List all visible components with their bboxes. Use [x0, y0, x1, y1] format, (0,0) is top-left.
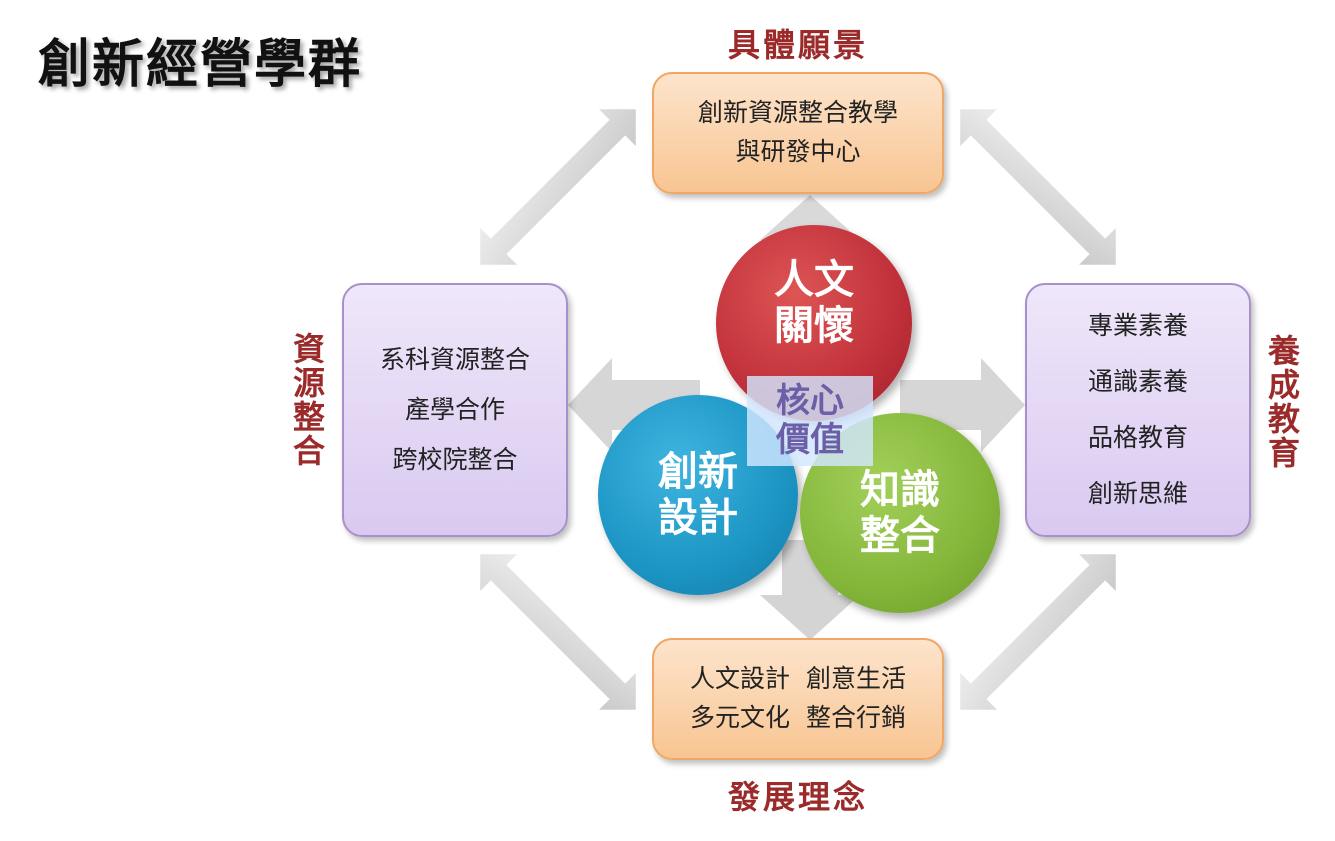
circle-humanities-text: 關懷	[774, 303, 854, 349]
box-resource-line: 系科資源整合	[379, 345, 530, 374]
box-resource-integration: 系科資源整合 產學合作 跨校院整合	[342, 283, 568, 537]
box-vision: 創新資源整合教學 與研發中心	[652, 72, 944, 194]
label-top: 具體願景	[727, 26, 868, 64]
circle-knowledge-text: 知識	[860, 467, 940, 513]
circle-design-text: 創新	[658, 449, 738, 495]
label-left: 資源整合	[288, 332, 326, 468]
label-bottom: 發展理念	[727, 778, 868, 816]
diag-arrow-top-left	[480, 109, 636, 265]
box-resource-line: 跨校院整合	[392, 445, 518, 474]
core-value-text: 價值	[776, 420, 844, 460]
diag-arrow-bottom-left	[480, 554, 636, 710]
box-philosophy-line: 多元文化 整合行銷	[690, 703, 906, 732]
page-title: 創新經營學群	[38, 35, 363, 95]
box-education: 專業素養 通識素養 品格教育 創新思維	[1025, 283, 1251, 537]
diag-arrow-bottom-right	[960, 554, 1116, 710]
box-education-line: 品格教育	[1087, 423, 1188, 452]
core-value-text: 核心	[776, 380, 844, 421]
label-right: 養成教育	[1263, 334, 1301, 470]
core-value-badge: 核心 價值	[747, 376, 873, 466]
box-philosophy: 人文設計 創意生活 多元文化 整合行銷	[652, 638, 944, 760]
diag-arrow-top-right	[960, 109, 1116, 265]
box-vision-line: 創新資源整合教學	[697, 98, 898, 128]
circle-knowledge-text: 整合	[860, 513, 940, 559]
box-resource-line: 產學合作	[404, 395, 505, 424]
circle-design-text: 設計	[658, 495, 738, 541]
box-philosophy-line: 人文設計 創意生活	[690, 664, 906, 694]
box-education-line: 創新思維	[1087, 479, 1188, 509]
box-education-line: 專業素養	[1087, 310, 1188, 340]
box-vision-line: 與研發中心	[735, 137, 861, 166]
circle-humanities-text: 人文	[774, 257, 854, 303]
box-education-line: 通識素養	[1087, 366, 1188, 396]
